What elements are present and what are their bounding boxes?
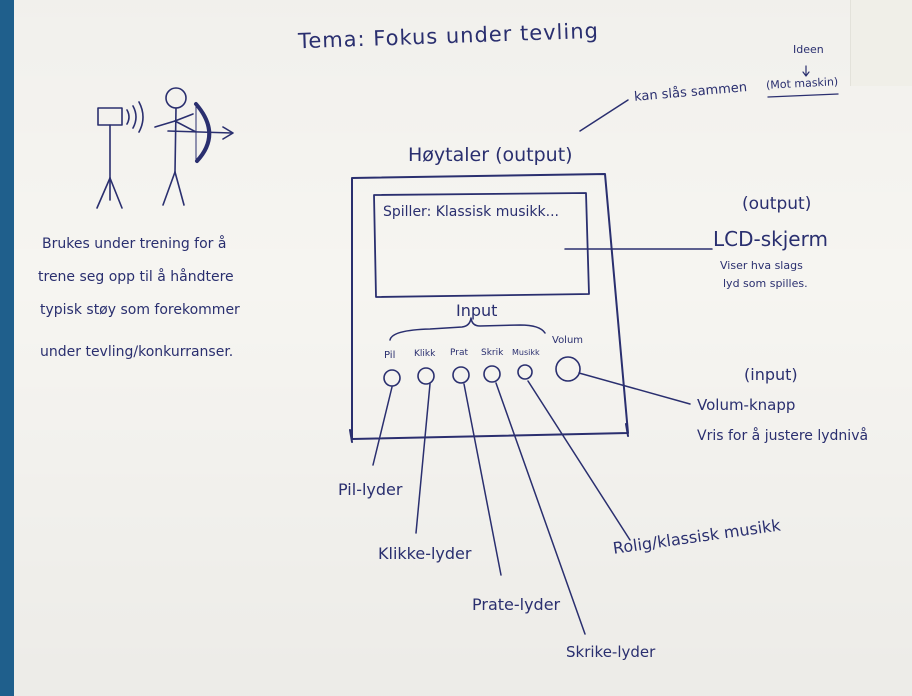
description-line-2: trene seg opp til å håndtere	[38, 269, 234, 285]
knob-tag: (input)	[744, 365, 798, 384]
button-label-prat: Prat	[450, 348, 469, 358]
sound-prat: Prate-lyder	[472, 595, 561, 614]
sound-pil: Pil-lyder	[338, 480, 403, 499]
description-line-4: under tevling/konkurranser.	[40, 344, 234, 360]
knob-name: Volum-knapp	[697, 396, 796, 414]
lcd-desc-2: lyd som spilles.	[723, 277, 808, 290]
sound-skrik: Skrike-lyder	[566, 643, 656, 661]
button-klikk	[417, 367, 435, 385]
button-label-musikk: Musikk	[512, 348, 540, 357]
paper-fold	[850, 0, 912, 86]
input-brace	[389, 317, 546, 341]
screen-text: Spiller: Klassisk musikk...	[383, 204, 559, 220]
screen-frame	[373, 192, 590, 298]
button-label-klikk: Klikk	[414, 349, 436, 359]
button-label-skrik: Skrik	[481, 348, 504, 358]
description-line-3: typisk støy som forekommer	[40, 302, 240, 318]
idea-note-paren: (Mot maskin)	[765, 75, 839, 92]
paper-sheet	[14, 0, 912, 696]
button-pil	[383, 369, 401, 387]
idea-note-above: Ideen	[793, 43, 824, 56]
lcd-tag: (output)	[742, 194, 812, 214]
button-label-pil: Pil	[384, 350, 396, 361]
description-line-1: Brukes under trening for å	[42, 236, 227, 252]
knob-desc: Vris for å justere lydnivå	[697, 428, 869, 444]
sound-klikk: Klikke-lyder	[378, 544, 472, 563]
lcd-desc-1: Viser hva slags	[720, 259, 803, 272]
volume-knob	[555, 356, 581, 382]
input-label: Input	[456, 301, 498, 320]
button-skrik	[483, 365, 501, 383]
volume-label: Volum	[552, 335, 584, 346]
button-prat	[452, 366, 470, 384]
lcd-name: LCD-skjerm	[713, 227, 828, 251]
speaker-label: Høytaler (output)	[408, 144, 573, 166]
archer-figure-icon	[154, 87, 234, 206]
speaker-stand-icon	[96, 101, 144, 209]
button-musikk	[517, 364, 533, 380]
